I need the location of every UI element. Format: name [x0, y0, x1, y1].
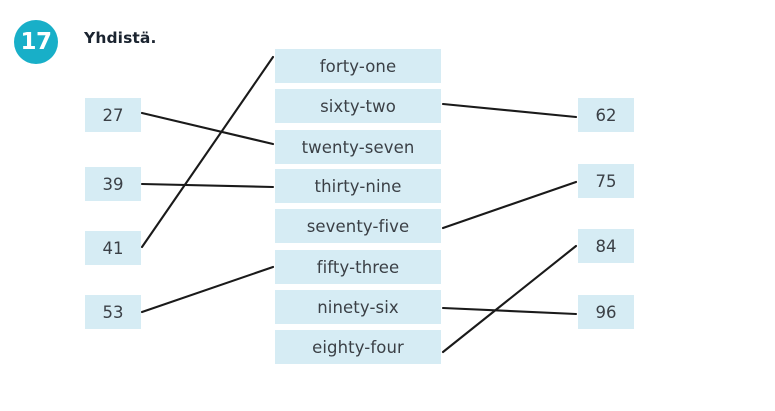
right-number-box[interactable]: 75: [578, 164, 634, 198]
word-box[interactable]: twenty-seven: [275, 130, 441, 164]
right-number-box-label: 84: [595, 236, 617, 256]
left-number-box-label: 53: [102, 302, 124, 322]
left-number-box-label: 27: [102, 105, 124, 125]
connector-line: [441, 306, 578, 316]
connector-line: [140, 111, 275, 146]
connector-line: [140, 265, 275, 314]
exercise-number-label: 17: [20, 28, 52, 55]
word-box[interactable]: ninety-six: [275, 290, 441, 324]
word-box[interactable]: sixty-two: [275, 89, 441, 123]
word-box[interactable]: seventy-five: [275, 209, 441, 243]
word-box-label: thirty-nine: [314, 176, 402, 196]
word-box-label: ninety-six: [317, 297, 399, 317]
left-number-box[interactable]: 41: [85, 231, 141, 265]
right-number-box-label: 62: [595, 105, 617, 125]
instruction-text: Yhdistä.: [84, 29, 157, 47]
right-number-box[interactable]: 96: [578, 295, 634, 329]
word-box-label: eighty-four: [312, 337, 404, 357]
left-number-box-label: 41: [102, 238, 124, 258]
connector-line: [441, 102, 578, 119]
right-number-box-label: 75: [595, 171, 617, 191]
connector-line: [140, 182, 275, 189]
connector-line: [441, 244, 578, 354]
word-box[interactable]: fifty-three: [275, 250, 441, 284]
word-box[interactable]: thirty-nine: [275, 169, 441, 203]
word-box[interactable]: eighty-four: [275, 330, 441, 364]
left-number-box-label: 39: [102, 174, 124, 194]
left-number-box[interactable]: 39: [85, 167, 141, 201]
word-box-label: fifty-three: [316, 257, 400, 277]
word-box-label: forty-one: [319, 56, 397, 76]
exercise-number-badge: 17: [14, 20, 58, 64]
connector-line: [441, 180, 578, 230]
right-number-box[interactable]: 84: [578, 229, 634, 263]
word-box-label: twenty-seven: [301, 137, 415, 157]
connector-line: [140, 55, 275, 249]
right-number-box[interactable]: 62: [578, 98, 634, 132]
left-number-box[interactable]: 53: [85, 295, 141, 329]
word-box-label: sixty-two: [320, 96, 396, 116]
right-number-box-label: 96: [595, 302, 617, 322]
left-number-box[interactable]: 27: [85, 98, 141, 132]
word-box-label: seventy-five: [306, 216, 410, 236]
word-box[interactable]: forty-one: [275, 49, 441, 83]
